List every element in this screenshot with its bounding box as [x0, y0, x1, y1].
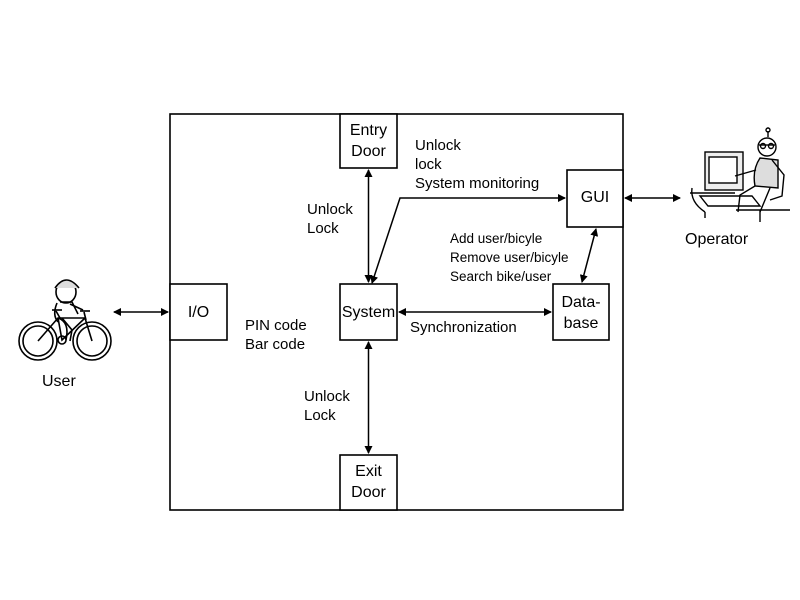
- user-label: User: [42, 373, 76, 390]
- gui-db-label: Add user/bicyle Remove user/bicyle Searc…: [450, 229, 569, 286]
- arrow-gui-database: [579, 228, 599, 283]
- io-inputs-label-1: PIN code: [245, 317, 307, 334]
- database-label-1: Data-: [561, 294, 601, 311]
- exit-door-node: Exit Door: [340, 461, 397, 503]
- entry-door-node: Entry Door: [340, 120, 397, 162]
- exit-door-label-1: Exit: [355, 463, 382, 480]
- gui-commands-label-3: System monitoring: [415, 175, 540, 192]
- gui-commands-label: Unlock lock System monitoring: [415, 136, 539, 193]
- gui-db-label-1: Add user/bicyle: [450, 231, 543, 246]
- entry-door-box: [339, 113, 398, 169]
- io-node-label: I/O: [187, 304, 210, 321]
- operator-icon: [690, 127, 790, 222]
- gui-commands-label-1: Unlock: [415, 137, 461, 154]
- database-node: Data- base: [553, 292, 609, 334]
- exit-edge-label: Unlock Lock: [304, 387, 350, 425]
- io-inputs-label: PIN code Bar code: [245, 316, 307, 354]
- gui-box: [566, 169, 624, 228]
- database-box: [552, 283, 610, 341]
- sync-label: Synchronization: [410, 319, 517, 336]
- system-box: [339, 283, 398, 341]
- exit-edge-label-1: Unlock: [304, 388, 350, 405]
- entry-door-label-2: Door: [351, 143, 386, 160]
- exit-door-label-2: Door: [351, 484, 386, 501]
- gui-node-label: GUI: [580, 189, 610, 206]
- operator-label: Operator: [685, 231, 749, 248]
- gui-db-label-2: Remove user/bicyle: [450, 250, 569, 265]
- entry-edge-label-2: Lock: [307, 220, 339, 237]
- system-node-label: System: [341, 304, 396, 321]
- io-inputs-label-2: Bar code: [245, 336, 306, 353]
- exit-edge-label-2: Lock: [304, 407, 336, 424]
- gui-db-label-3: Search bike/user: [450, 269, 552, 284]
- arrow-system-gui: [370, 194, 566, 284]
- exit-door-box: [339, 454, 398, 511]
- cyclist-icon: [18, 279, 112, 361]
- entry-door-label-1: Entry: [349, 122, 388, 139]
- gui-commands-label-2: lock: [415, 156, 442, 173]
- database-label-2: base: [563, 315, 599, 332]
- entry-edge-label: Unlock Lock: [307, 200, 353, 238]
- io-box: [169, 283, 228, 341]
- entry-edge-label-1: Unlock: [307, 201, 353, 218]
